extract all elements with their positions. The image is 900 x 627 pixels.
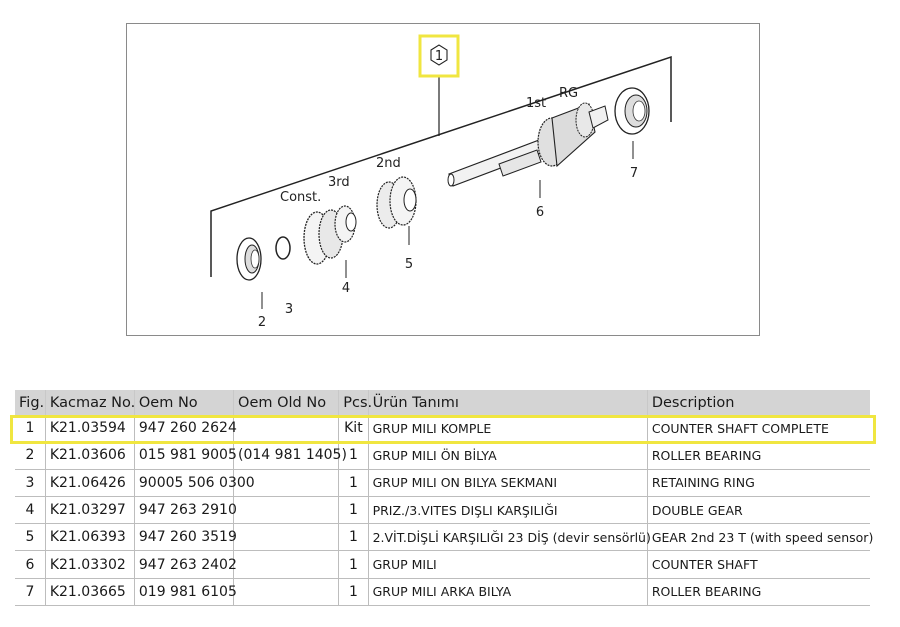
header-oem: Oem No [133,390,234,415]
cell-fig: 3 [15,469,46,497]
cell-oem-old [233,415,339,443]
cell-oem: 90005 506 0300 [133,469,255,497]
cell-urun: GRUP MILI ON BILYA SEKMANI [367,469,648,497]
header-description: Description [646,390,870,415]
part-7-bearing [614,87,650,135]
part-5-gear [376,176,417,229]
label-1st: 1st [526,96,546,111]
cell-pcs: Kit [338,415,369,443]
part-3-ring [275,236,291,260]
part-6-shaft [447,102,609,187]
table-row: 4 K21.03297 947 263 2910 1 PRIZ./3.VITES… [15,496,870,525]
cell-urun: GRUP MILI ÖN BİLYA [367,441,648,470]
cell-description: COUNTER SHAFT [646,550,870,579]
cell-oem: 015 981 9005 [133,441,237,470]
cell-oem: 947 263 2910 [133,496,237,525]
cell-oem-old [233,496,339,525]
label-3rd: 3rd [328,175,350,190]
header-kacmaz: Kacmaz No. [44,390,135,415]
cell-fig: 2 [15,441,46,470]
cell-fig: 7 [15,578,46,607]
cell-pcs: 1 [338,550,369,579]
callout-number: 1 [435,49,443,64]
label-rg: RG [559,86,578,101]
part-2-bearing [236,237,262,281]
cell-kacmaz: K21.03302 [44,550,135,579]
part-number-3: 3 [285,302,293,317]
cell-oem: 947 260 2624 [133,415,237,443]
cell-kacmaz: K21.03297 [44,496,135,525]
label-2nd: 2nd [376,156,401,171]
parts-table: Fig. Kacmaz No. Oem No Oem Old No Pcs. Ü… [15,390,873,607]
cell-oem: 947 263 2402 [133,550,237,579]
cell-pcs: 1 [338,578,369,607]
cell-description: DOUBLE GEAR [646,496,870,525]
cell-oem: 947 260 3519 [133,523,237,552]
part-number-2: 2 [258,315,266,330]
cell-description: ROLLER BEARING [646,441,870,470]
diagram-drawing: 1 1st RG 2nd 3rd Const. [210,34,672,330]
cell-urun: 2.VİT.DİŞLİ KARŞILIĞI 23 DİŞ (devir sens… [367,523,651,552]
cell-oem-old [233,550,339,579]
cell-urun: PRIZ./3.VITES DIŞLI KARŞILIĞI [367,496,648,525]
cell-urun: GRUP MILI ARKA BILYA [367,578,648,607]
cell-pcs: 1 [338,523,369,552]
cell-pcs: 1 [338,469,369,497]
table-row: 3 K21.06426 90005 506 0300 1 GRUP MILI O… [15,469,870,497]
cell-oem-old [233,578,339,607]
callout-highlight-box [418,34,460,78]
cell-fig: 1 [15,415,46,443]
cell-kacmaz: K21.03665 [44,578,135,607]
part-number-4: 4 [342,281,350,296]
part-number-6: 6 [536,205,544,220]
cell-description: RETAINING RING [646,469,870,497]
cell-urun: GRUP MILI [367,550,648,579]
cell-description: COUNTER SHAFT COMPLETE [646,415,870,443]
header-fig: Fig. [15,390,46,415]
cell-fig: 5 [15,523,46,552]
exploded-diagram: 1 1st RG 2nd 3rd Const. [126,23,760,336]
table-header-row: Fig. Kacmaz No. Oem No Oem Old No Pcs. Ü… [15,390,870,415]
header-urun: Ürün Tanımı [367,390,648,415]
cell-pcs: 1 [338,441,369,470]
cell-description: GEAR 2nd 23 T (with speed sensor) [646,523,873,552]
table-row: 1 K21.03594 947 260 2624 Kit GRUP MILI K… [15,415,870,443]
cell-kacmaz: K21.03594 [44,415,135,443]
cell-oem-old [233,469,339,497]
table-row: 7 K21.03665 019 981 6105 1 GRUP MILI ARK… [15,578,870,607]
table-row: 6 K21.03302 947 263 2402 1 GRUP MILI COU… [15,550,870,579]
cell-description: ROLLER BEARING [646,578,870,607]
cell-fig: 6 [15,550,46,579]
part-4-double-gear [303,205,357,265]
assembly-bracket [210,55,672,277]
label-const: Const. [280,190,321,205]
cell-pcs: 1 [338,496,369,525]
part-number-5: 5 [405,257,413,272]
cell-kacmaz: K21.06393 [44,523,135,552]
cell-fig: 4 [15,496,46,525]
header-oem-old: Oem Old No [233,390,339,415]
cell-oem: 019 981 6105 [133,578,237,607]
callout-hexagon [430,44,448,66]
header-pcs: Pcs. [338,390,372,415]
cell-kacmaz: K21.06426 [44,469,135,497]
table-row: 5 K21.06393 947 260 3519 1 2.VİT.DİŞLİ K… [15,523,873,552]
cell-oem-old [233,523,339,552]
cell-urun: GRUP MILI KOMPLE [367,415,648,443]
table-row: 2 K21.03606 015 981 9005 (014 981 1405) … [15,441,870,470]
cell-kacmaz: K21.03606 [44,441,135,470]
part-number-7: 7 [630,166,638,181]
cell-oem-old: (014 981 1405) [233,441,347,470]
